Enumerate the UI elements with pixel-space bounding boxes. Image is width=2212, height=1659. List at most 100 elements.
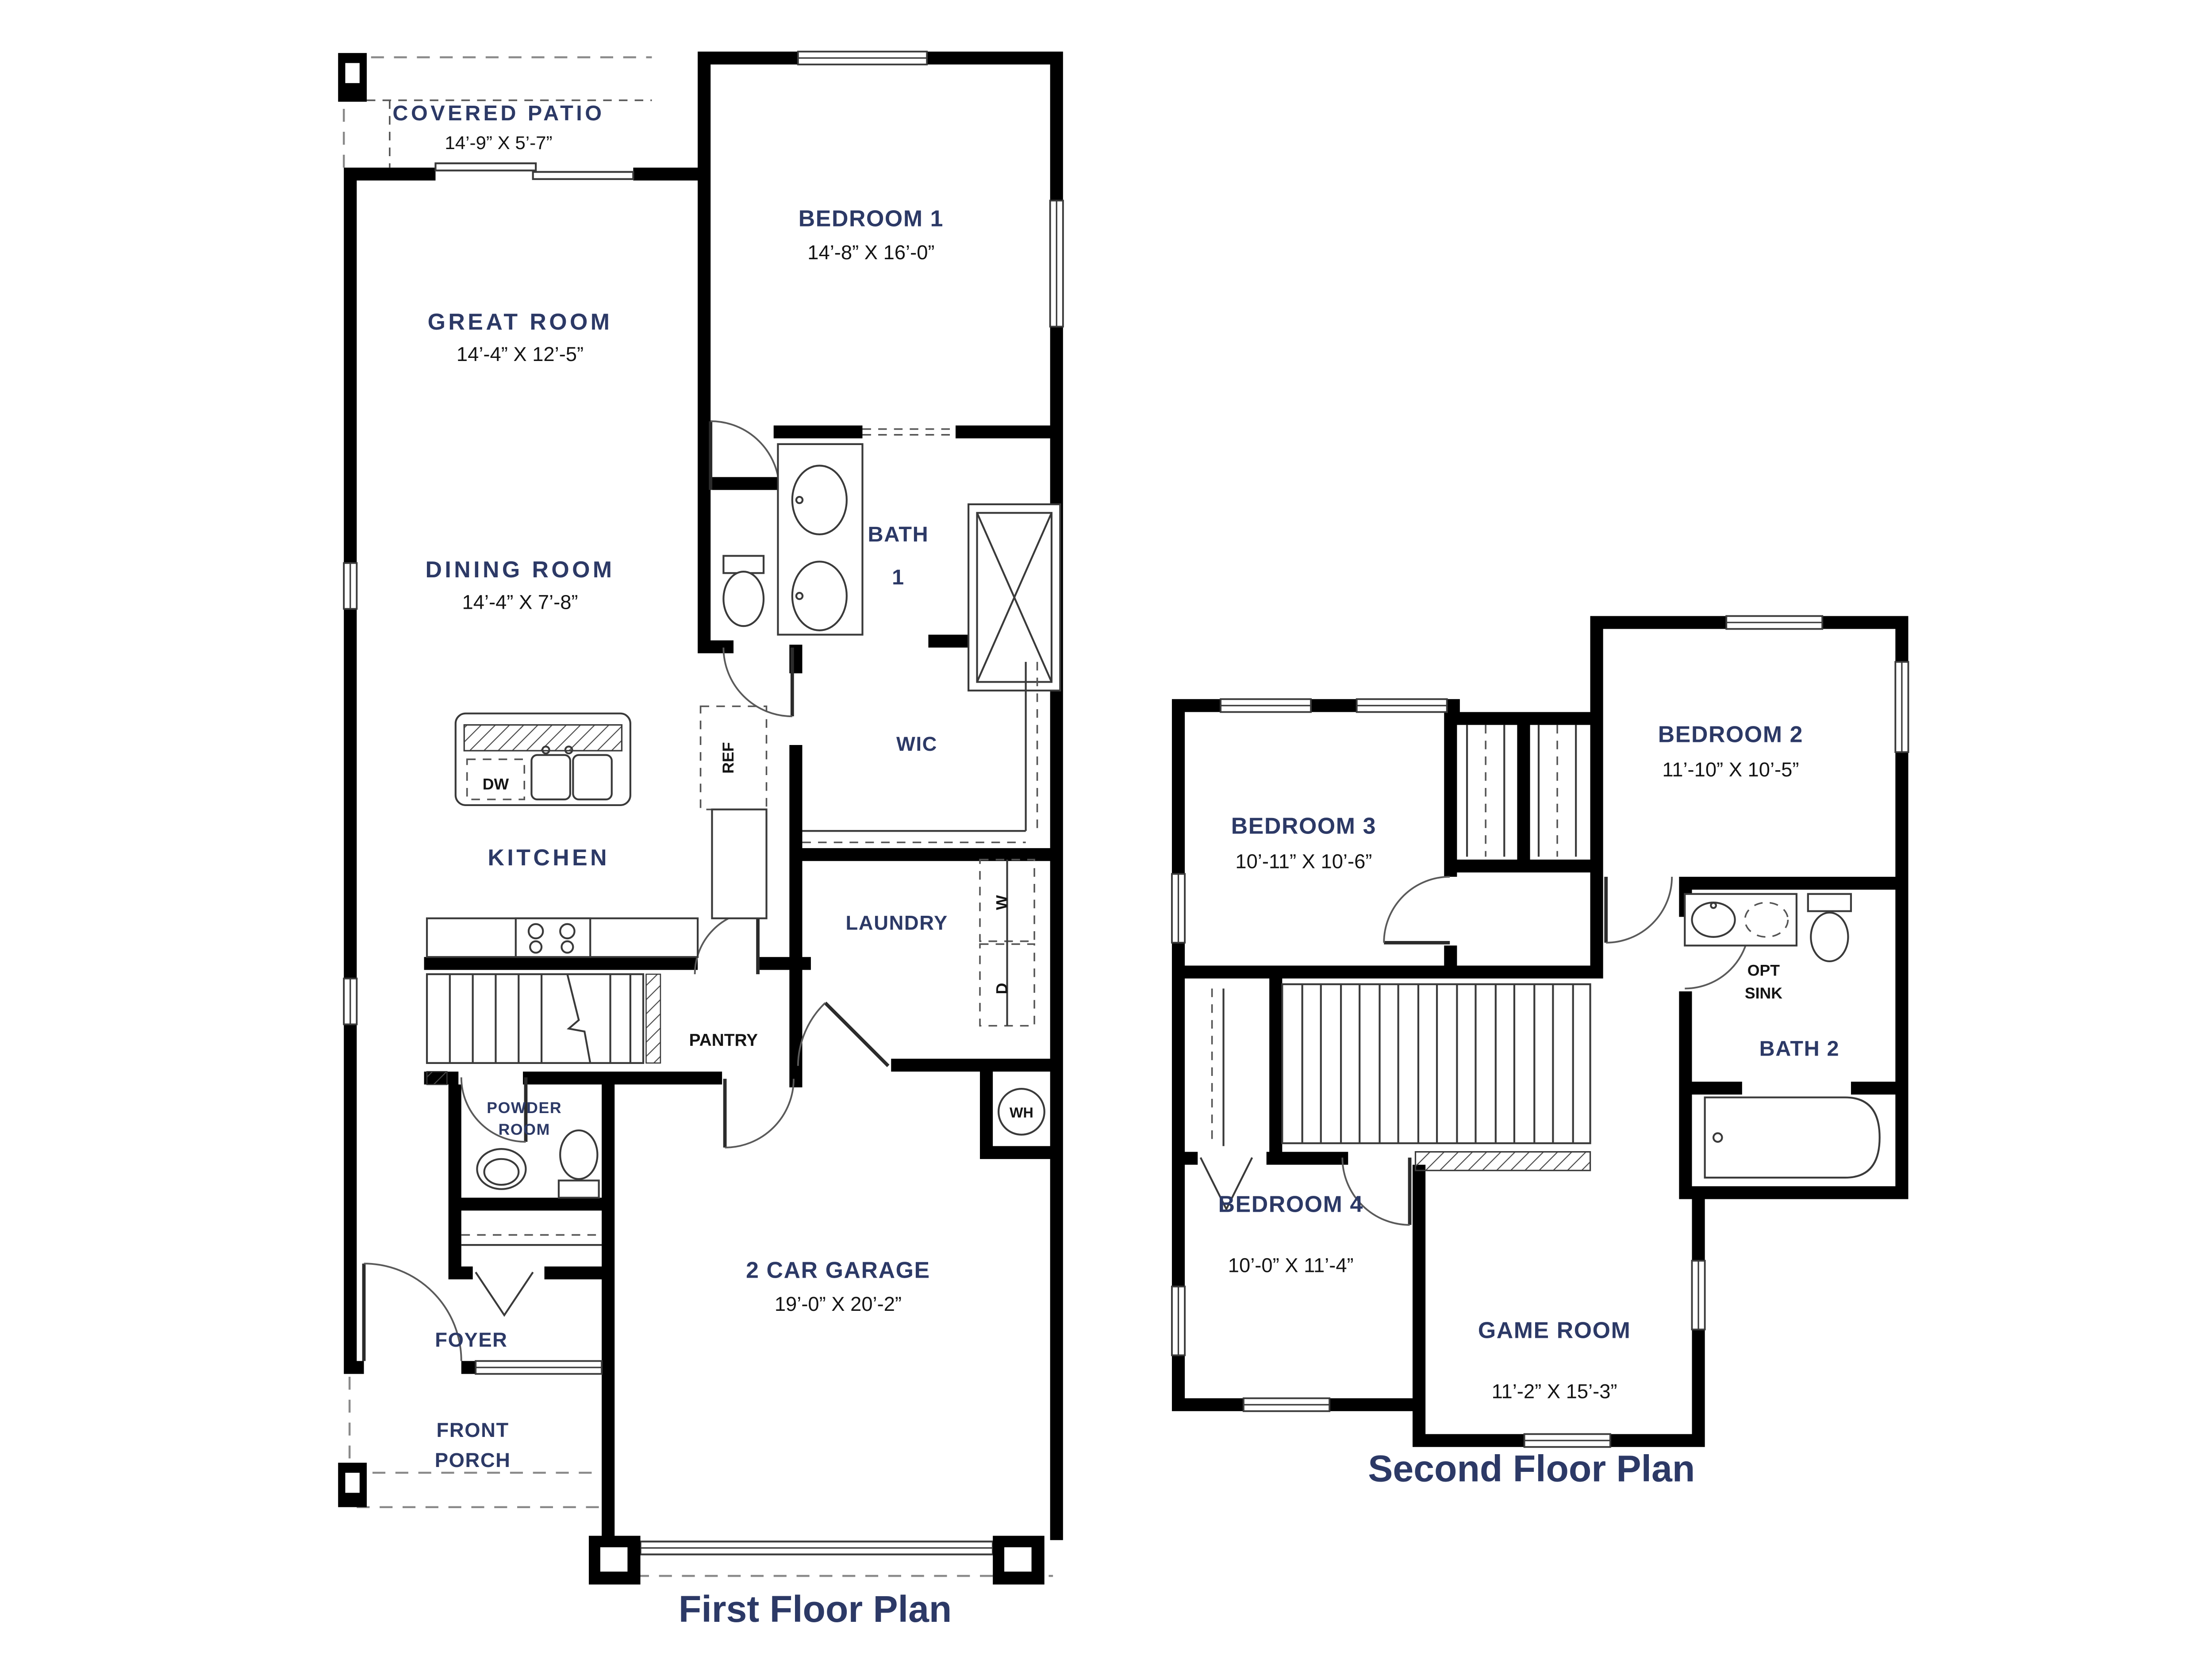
garage-post-inset: [600, 1547, 628, 1572]
window: [1725, 615, 1824, 630]
water-heater-label: WH: [1010, 1105, 1033, 1121]
window: [1894, 661, 1909, 753]
window: [343, 562, 358, 610]
bath1-sink: [791, 465, 848, 536]
coat-closet: [461, 1234, 602, 1246]
kitchen-sink-basin: [530, 754, 571, 801]
laundry-door: [797, 1002, 890, 1068]
bath1-faucet: [795, 591, 804, 600]
bath2-vanity: [1684, 893, 1797, 947]
great-room-label: GREAT ROOM: [428, 309, 613, 334]
bath1-vanity: [777, 443, 864, 636]
pantry-bifold-door: [645, 973, 661, 1064]
window: [475, 1360, 603, 1375]
porch-outline-dashed: [348, 1377, 602, 1509]
laundry-appliances: [979, 859, 1045, 1136]
bedroom1-label: BEDROOM 1: [799, 206, 944, 231]
window: [343, 977, 358, 1025]
dining-room-label: DINING ROOM: [425, 557, 614, 582]
bath1-sink: [791, 561, 848, 631]
bath2-optional-sink: [1744, 902, 1789, 938]
first-floor-windows: [343, 50, 1064, 1375]
toilet-tank: [1807, 893, 1852, 912]
foyer-label: FOYER: [435, 1329, 507, 1351]
bath1-label-2: 1: [892, 565, 905, 589]
second-floor-title: Second Floor Plan: [1368, 1448, 1695, 1489]
powder-room-label-2: ROOM: [499, 1121, 550, 1138]
range: [515, 917, 591, 958]
powder-sink: [476, 1148, 527, 1190]
upstairs-closets: [1466, 725, 1577, 857]
bath1-fixtures: [722, 443, 1061, 691]
laundry-label: LAUNDRY: [846, 912, 948, 934]
window: [1523, 1433, 1611, 1448]
dishwasher-label: DW: [483, 775, 509, 793]
first-floor-labels: COVERED PATIO 14’-9” X 5’-7” BEDROOM 1 1…: [392, 101, 1033, 1630]
coat-closet-bifold-door: [475, 1271, 534, 1317]
great-room-dims: 14’-4” X 12’-5”: [457, 343, 584, 365]
island-bar-counter: [463, 724, 623, 752]
bath1-cased-opening: [862, 425, 956, 438]
garage-entry-door: [723, 1079, 795, 1148]
toilet-bowl: [1810, 911, 1849, 963]
bedroom3-door: [1383, 876, 1450, 945]
powder-room-door: [460, 1077, 528, 1143]
toilet-bowl: [559, 1129, 599, 1180]
powder-room-label: POWDER: [487, 1099, 562, 1117]
pantry-label: PANTRY: [689, 1031, 758, 1050]
powder-room-fixtures: [476, 1129, 600, 1199]
refrigerator-box: [699, 705, 768, 810]
burner: [559, 923, 576, 940]
window: [1049, 200, 1064, 328]
tub-drain: [1712, 1132, 1723, 1143]
window: [1171, 1286, 1186, 1356]
powder-sink-inner: [483, 1158, 520, 1186]
shower-inner: [976, 512, 1053, 683]
kitchen-hall-door: [694, 910, 760, 975]
second-floor-windows: [1171, 615, 1909, 1448]
sink-faucet: [564, 745, 573, 755]
game-room-dims: 11’-2” X 15’-3”: [1492, 1380, 1617, 1403]
garage-label: 2 CAR GARAGE: [746, 1257, 930, 1283]
front-porch: [338, 1377, 602, 1509]
front-porch-label-2: PORCH: [435, 1449, 511, 1471]
bedroom2-door: [1604, 876, 1673, 944]
toilet-bowl: [722, 570, 765, 627]
second-floor-stairs: [1281, 983, 1591, 1171]
bath2-fixtures: [1684, 893, 1881, 1179]
bedroom2-dims: 11’-10” X 10’-5”: [1662, 758, 1799, 781]
game-room-label: GAME ROOM: [1478, 1317, 1631, 1343]
bedroom1-dims: 14’-8” X 16’-0”: [807, 241, 934, 264]
patio-post-inset: [345, 63, 360, 83]
covered-patio-label: COVERED PATIO: [392, 101, 604, 125]
bath1-label: BATH: [868, 522, 929, 546]
bath2-faucet: [1710, 902, 1717, 909]
opt-sink-label: OPT: [1747, 961, 1780, 979]
washer-label: W: [993, 895, 1011, 910]
first-floor-title: First Floor Plan: [679, 1588, 952, 1630]
patio-sliding-door-panel: [434, 162, 537, 172]
dryer-label: D: [993, 983, 1011, 995]
first-floor-plan: COVERED PATIO 14’-9” X 5’-7” BEDROOM 1 1…: [338, 50, 1064, 1630]
burner: [561, 940, 574, 954]
refrigerator-label: REF: [719, 742, 737, 773]
second-floor-plan: BEDROOM 3 10’-11” X 10’-6” BEDROOM 2 11’…: [1171, 615, 1909, 1489]
wic-label: WIC: [896, 733, 937, 755]
window: [1691, 1260, 1706, 1331]
closet-bifold-door: [1199, 1157, 1253, 1211]
kitchen-fixtures: [426, 705, 768, 958]
bathtub: [1704, 1096, 1881, 1179]
counter-cabinet: [711, 808, 768, 919]
bedroom4-door: [1341, 1157, 1412, 1226]
window: [797, 50, 928, 65]
bath1-faucet: [795, 495, 804, 504]
toilet-tank: [557, 1179, 600, 1199]
wic-shelving: [802, 662, 1038, 843]
window: [1220, 698, 1312, 713]
second-floor-labels: BEDROOM 3 10’-11” X 10’-6” BEDROOM 2 11’…: [1218, 721, 1839, 1489]
kitchen-label: KITCHEN: [488, 845, 610, 870]
hall-closet: [1199, 988, 1253, 1211]
stair-hatch: [426, 1071, 448, 1085]
window: [1356, 698, 1448, 713]
